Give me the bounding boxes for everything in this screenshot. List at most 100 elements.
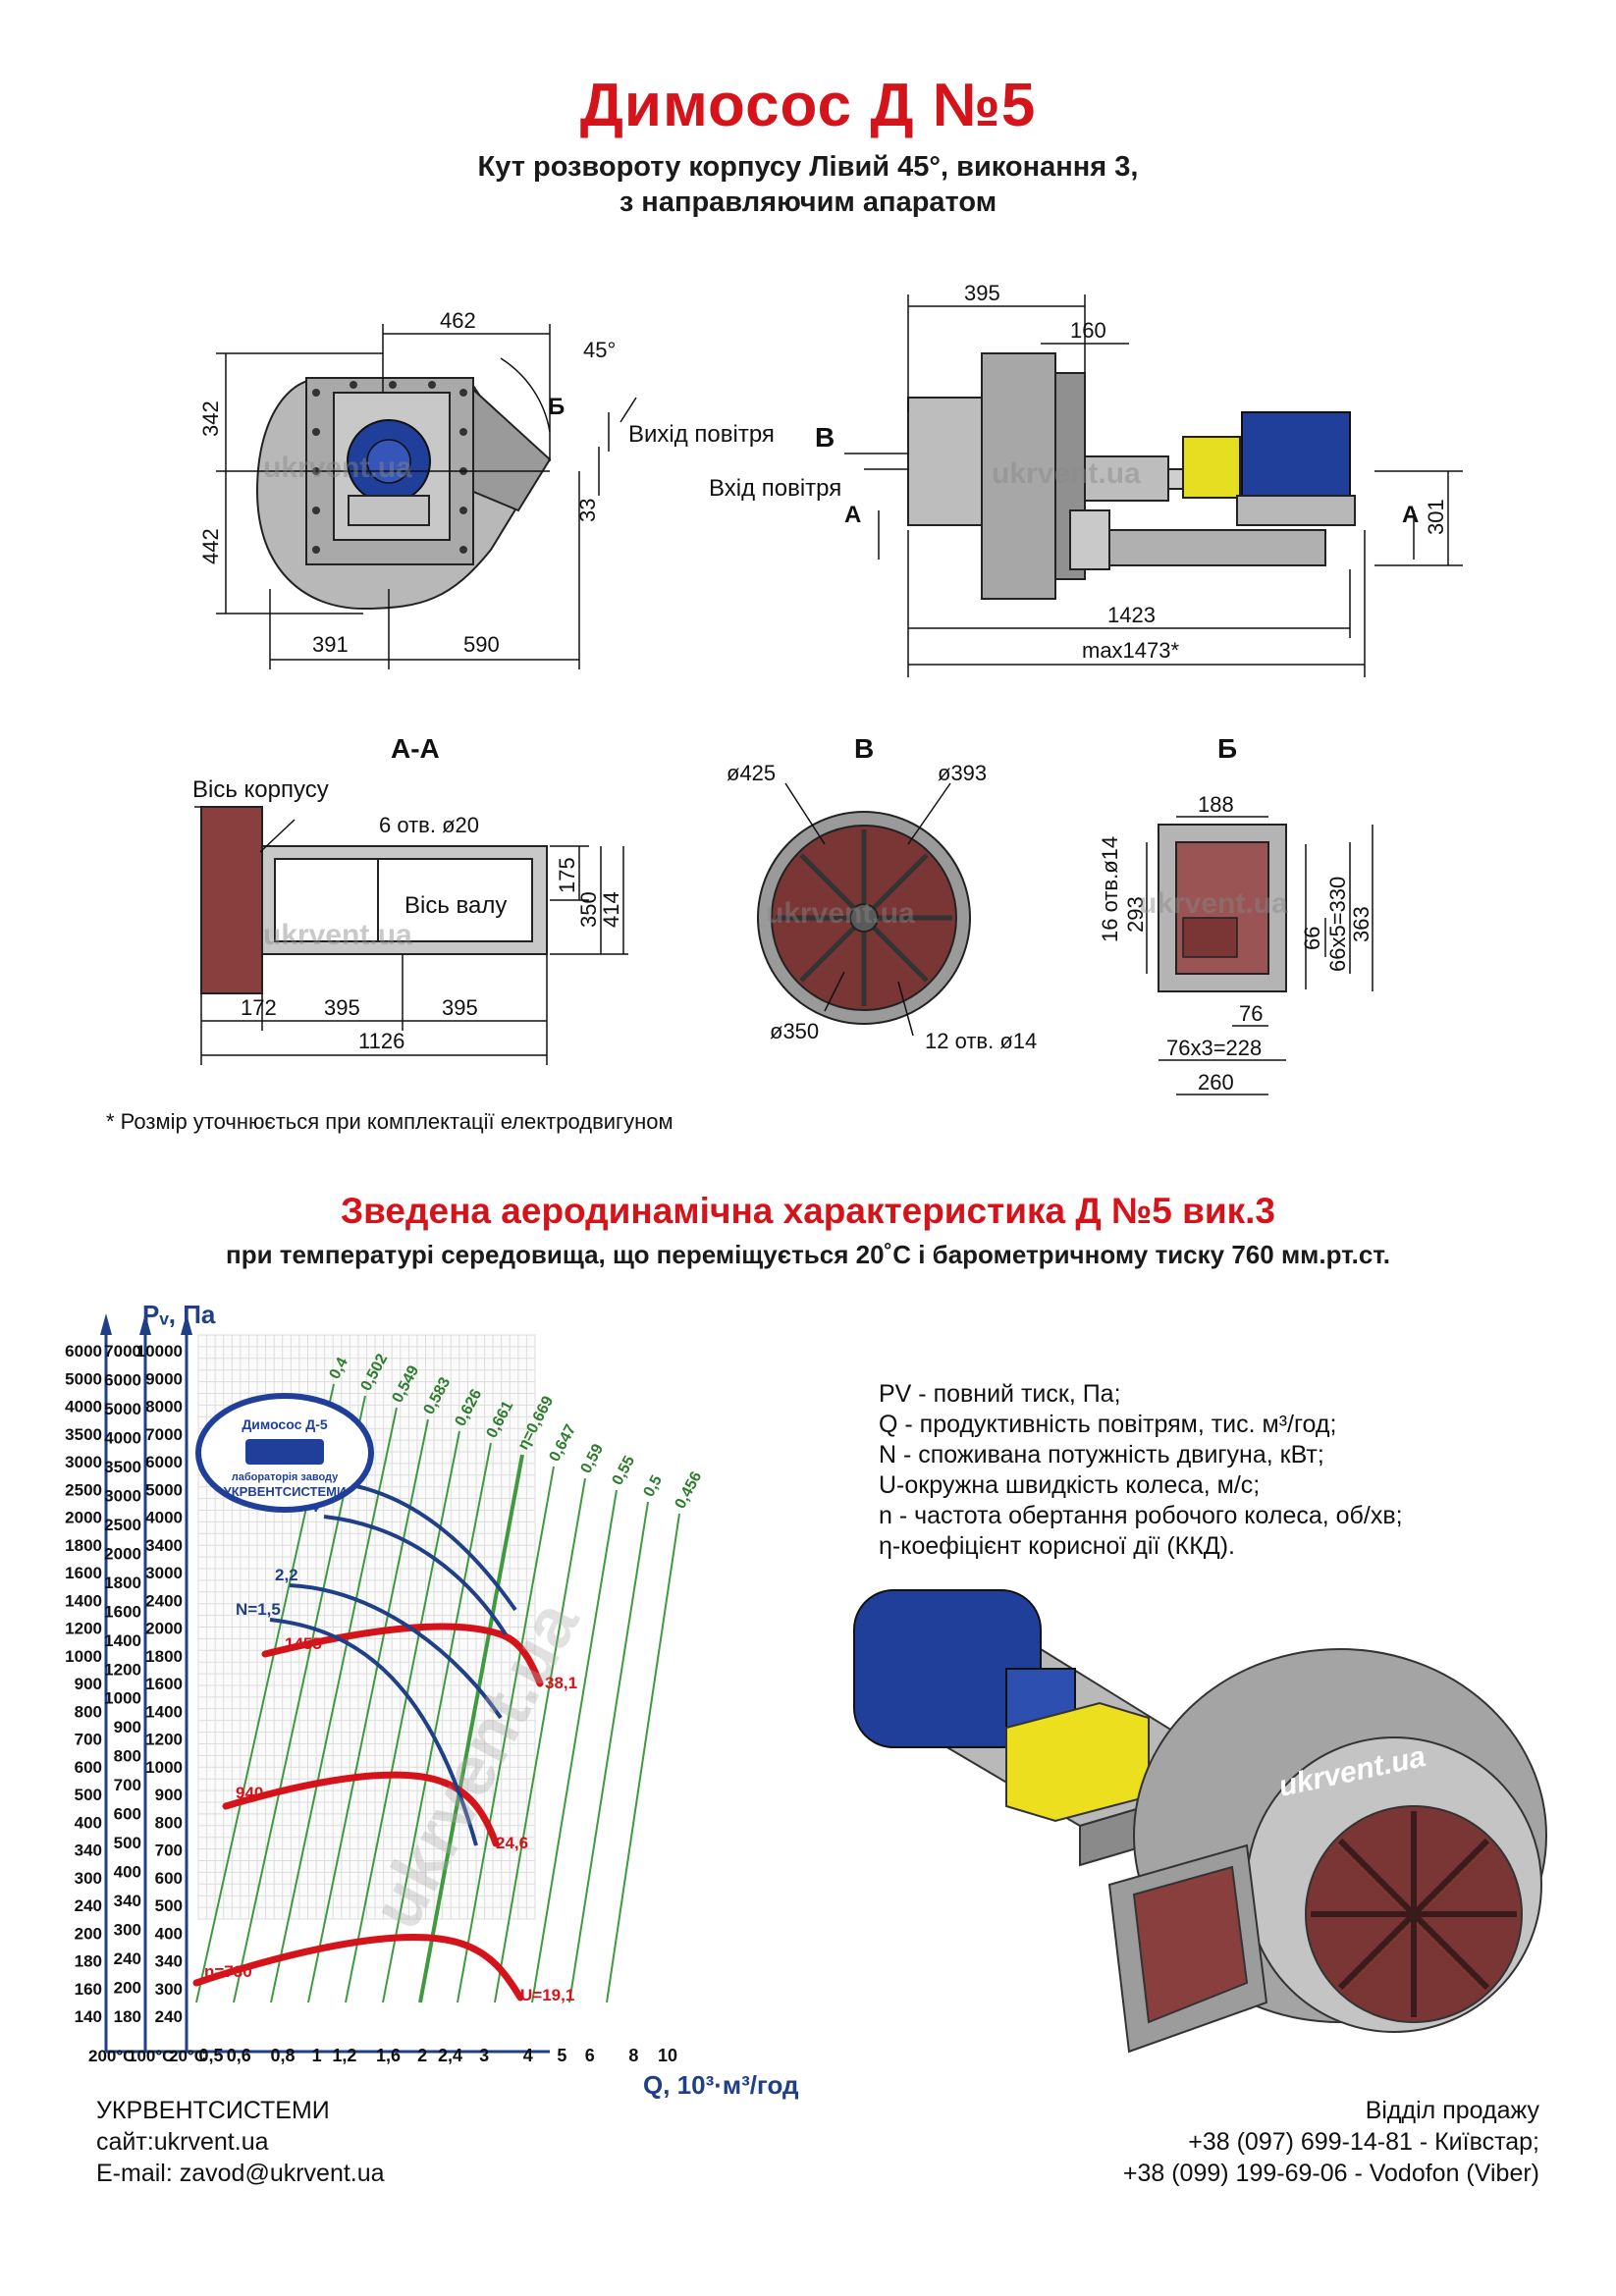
- outlet-label: Вихід повітря: [628, 421, 775, 448]
- y-tick-0: 2500: [65, 1480, 102, 1499]
- aa-watermark: ukrvent.ua: [263, 919, 412, 951]
- efficiency-line: [494, 1477, 586, 2003]
- page-subtitle-2: з направляючим апаратом: [619, 187, 997, 218]
- y-tick-0: 400: [75, 1813, 102, 1832]
- badge-line1: Димосос Д-5: [242, 1416, 328, 1432]
- dim-395a: 395: [324, 995, 360, 1020]
- dim-66: 66: [1300, 927, 1324, 950]
- y-tick-2: 800: [155, 1813, 183, 1832]
- section-aa-title: А-А: [391, 733, 440, 764]
- y-tick-1: 800: [114, 1747, 141, 1766]
- y-tick-2: 1000: [145, 1758, 183, 1777]
- y-tick-1: 1200: [104, 1660, 141, 1679]
- holes-aa: 6 отв. ø20: [379, 813, 479, 837]
- y-tick-0: 1400: [65, 1591, 102, 1610]
- x-tick: 4: [523, 2046, 533, 2065]
- efficiency-line: [382, 1442, 492, 2003]
- x-tick: 1: [312, 2046, 322, 2065]
- side-view: 395 160 В Вхід повітря А А 301 1423 max1…: [709, 281, 1463, 677]
- dim-363: 363: [1349, 906, 1374, 942]
- power-curve: [323, 1515, 508, 1636]
- y-tick-2: 7000: [145, 1425, 183, 1444]
- y-tick-2: 10000: [136, 1342, 183, 1361]
- badge-line3: УКРВЕНТСИСТЕМИ: [224, 1484, 347, 1499]
- y-tick-1: 340: [114, 1892, 141, 1910]
- y-tick-1: 700: [114, 1776, 141, 1794]
- y-tick-1: 5000: [104, 1400, 141, 1418]
- speed-label: n=730: [204, 1962, 252, 1981]
- y-tick-1: 7000: [104, 1342, 141, 1361]
- y-tick-2: 700: [155, 1842, 183, 1860]
- footer-sales: Відділ продажу: [1365, 2097, 1539, 2124]
- footer-phone-1[interactable]: +38 (097) 699-14-81 - Київстар;: [1188, 2128, 1539, 2156]
- footer-site[interactable]: сайт:ukrvent.ua: [96, 2128, 269, 2156]
- legend-u: U-окружна швидкість колеса, м/с;: [879, 1471, 1261, 1499]
- efficiency-label: 0,5: [641, 1472, 666, 1500]
- temp-label: 200°C: [88, 2047, 135, 2065]
- y-tick-0: 500: [75, 1786, 102, 1804]
- footer-left: УКРВЕНТСИСТЕМИ сайт:ukrvent.ua E-mail: z…: [96, 2095, 385, 2189]
- front-view: 462 45° Б Вихід повітря 342 442 33 391 5…: [198, 308, 775, 669]
- power-curve: [269, 1618, 478, 1846]
- dim-462: 462: [440, 308, 476, 333]
- footer-company: УКРВЕНТСИСТЕМИ: [96, 2097, 330, 2124]
- efficiency-label: 0,59: [578, 1441, 608, 1476]
- footer-phone-2[interactable]: +38 (099) 199-69-06 - Vodofon (Viber): [1122, 2160, 1539, 2187]
- technical-drawings: 462 45° Б Вихід повітря 342 442 33 391 5…: [192, 281, 1463, 1095]
- legend-eta: η-коефіцієнт корисної дії (ККД).: [879, 1532, 1235, 1560]
- y-tick-1: 1600: [104, 1602, 141, 1621]
- y-tick-2: 2000: [145, 1620, 183, 1638]
- y-tick-2: 1800: [145, 1647, 183, 1666]
- x-tick: 2,4: [438, 2046, 462, 2065]
- y-tick-0: 140: [75, 2007, 102, 2026]
- y-tick-2: 1400: [145, 1702, 183, 1721]
- axis-body-label: Вісь корпусу: [192, 776, 329, 803]
- efficiency-line: [307, 1418, 429, 2003]
- label-b: Б: [548, 394, 565, 420]
- section-aa: А-А Вісь корпусу 6 отв. ø20 Вісь валу 17…: [192, 733, 628, 1065]
- y-tick-1: 3000: [104, 1486, 141, 1505]
- speed-label: 940: [236, 1784, 263, 1802]
- axis-shaft-label: Вісь валу: [404, 892, 507, 919]
- y-tick-2: 2400: [145, 1591, 183, 1610]
- y-tick-2: 9000: [145, 1369, 183, 1388]
- side-watermark: ukrvent.ua: [992, 457, 1141, 490]
- y-axis-arrow-2: [181, 1313, 192, 1335]
- page-subtitle-1: Кут розвороту корпусу Лівий 45°, виконан…: [477, 151, 1139, 183]
- y-tick-0: 160: [75, 1980, 102, 1999]
- y-tick-0: 1800: [65, 1536, 102, 1555]
- y-tick-2: 6000: [145, 1453, 183, 1471]
- y-tick-2: 3000: [145, 1564, 183, 1582]
- d425: ø425: [727, 761, 776, 785]
- dim-391: 391: [312, 632, 349, 657]
- y-tick-0: 6000: [65, 1342, 102, 1361]
- dim-172: 172: [241, 995, 277, 1020]
- holes-v: 12 отв. ø14: [925, 1029, 1037, 1053]
- chart-xlabel: Q, 10³·м³/год: [643, 2070, 799, 2100]
- dim-301: 301: [1424, 499, 1448, 535]
- footer-email[interactable]: E-mail: zavod@ukrvent.ua: [96, 2160, 385, 2187]
- speed-end-label: U=19,1: [520, 1986, 574, 2004]
- chart-ticks: 6000500040003500300025002000180016001400…: [65, 1313, 677, 2065]
- y-tick-1: 300: [114, 1921, 141, 1940]
- y-tick-1: 1000: [104, 1689, 141, 1708]
- speed-curve: [192, 1934, 524, 2002]
- chart-badge: Димосос Д-5 лабораторія заводу УКРВЕНТСИ…: [195, 1393, 374, 1513]
- legend-pv: PV - повний тиск, Па;: [879, 1380, 1121, 1408]
- x-tick: 6: [585, 2046, 595, 2065]
- efficiency-line: [418, 1454, 524, 2003]
- footnote: * Розмір уточнюється при комплектації ел…: [106, 1109, 673, 1134]
- page-title: Димосос Д №5: [579, 72, 1037, 139]
- efficiency-line: [531, 1489, 618, 2003]
- y-tick-2: 240: [155, 2007, 183, 2026]
- section-b-title: Б: [1217, 733, 1237, 764]
- y-tick-0: 800: [75, 1702, 102, 1721]
- legend-rpm: n - частота обертання робочого колеса, о…: [879, 1502, 1403, 1529]
- dim-350: 350: [576, 891, 601, 928]
- speed-curve: [222, 1771, 500, 1847]
- temp-label: 20°C: [169, 2047, 206, 2065]
- x-tick: 2: [417, 2046, 427, 2065]
- y-tick-0: 700: [75, 1731, 102, 1749]
- y-tick-1: 200: [114, 1979, 141, 1998]
